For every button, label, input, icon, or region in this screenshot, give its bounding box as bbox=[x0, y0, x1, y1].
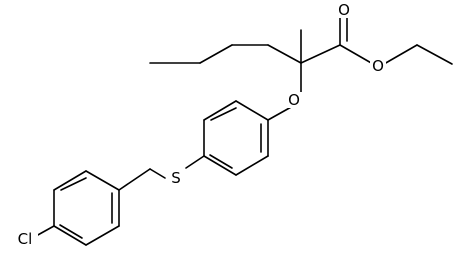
ring2-double-3 bbox=[210, 107, 237, 121]
chlorine-label: Cl bbox=[18, 230, 33, 248]
ring1-bond-2 bbox=[85, 225, 120, 246]
bond-ch2-ring bbox=[118, 168, 151, 191]
sulfur-label: S bbox=[171, 169, 181, 187]
bond-ring-sulfur bbox=[185, 155, 205, 169]
ring2-bond-3 bbox=[203, 155, 237, 176]
carbonyl-oxygen-mask bbox=[336, 2, 352, 18]
chlorine-mask bbox=[12, 230, 38, 248]
bond-quaternary-to-chain bbox=[267, 44, 302, 64]
ether-oxygen-mask bbox=[286, 92, 302, 108]
bond-quaternary-carbonyl bbox=[300, 44, 341, 64]
ring1-double-2 bbox=[59, 224, 83, 239]
bond-carbonyl-ester-oxygen bbox=[339, 44, 374, 65]
sulfur-mask bbox=[168, 170, 184, 186]
bond-ester-oxygen-ch2 bbox=[383, 44, 418, 65]
ester-oxygen-mask bbox=[370, 58, 386, 74]
bond-propyl-ch2-ch2 bbox=[199, 44, 233, 64]
ring1-bond-3 bbox=[53, 225, 87, 246]
ether-oxygen-label: O bbox=[288, 91, 300, 109]
ester-oxygen-label: O bbox=[372, 57, 384, 75]
bond-ether-oxygen-ring bbox=[267, 105, 294, 121]
atom-labels: O O O S Cl bbox=[12, 1, 386, 248]
carbonyl-oxygen-label: O bbox=[338, 1, 350, 19]
ring2-double-2 bbox=[209, 154, 233, 169]
bond-ring-chlorine bbox=[35, 225, 55, 237]
ring2-bond-5 bbox=[203, 100, 237, 121]
thioether-linkage bbox=[118, 155, 205, 191]
central-benzene-ring bbox=[203, 100, 294, 176]
bond-sulfur-ch2 bbox=[149, 168, 166, 179]
chlorophenyl-ring bbox=[35, 170, 120, 246]
ring1-double-3 bbox=[60, 177, 87, 191]
ester-and-alkyl-bonds bbox=[149, 13, 453, 93]
ring2-bond-2 bbox=[235, 155, 269, 176]
ring1-bond-5 bbox=[53, 170, 87, 191]
bond-ethyl-ch2-ch3 bbox=[416, 44, 453, 65]
ring1-bond-6 bbox=[85, 170, 120, 191]
ring2-bond-6 bbox=[235, 100, 269, 121]
